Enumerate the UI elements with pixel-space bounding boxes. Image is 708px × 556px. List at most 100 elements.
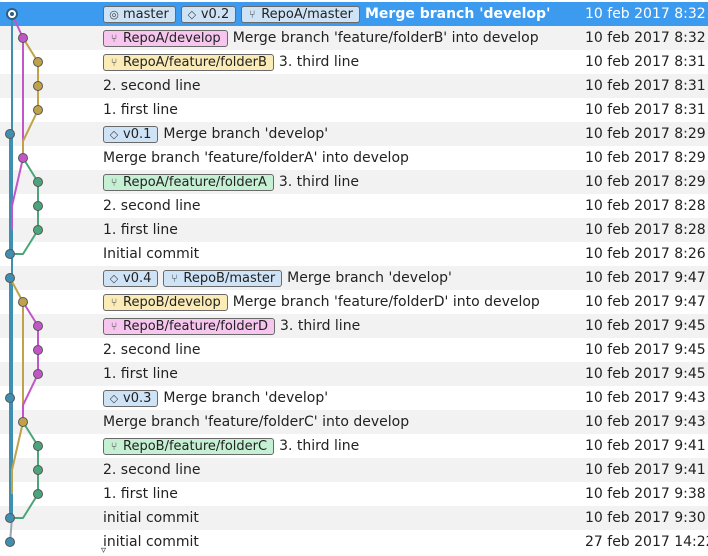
commit-node[interactable] <box>33 177 43 187</box>
commit-message: 2. second line <box>103 462 201 478</box>
commit-row[interactable]: Merge branch 'feature/folderC' into deve… <box>0 410 708 434</box>
commit-node[interactable] <box>33 345 43 355</box>
commit-row[interactable]: masterv0.2 RepoA/master Merge branch 'deve… <box>0 2 708 26</box>
graph-edge <box>22 37 39 158</box>
ref-name: RepoB/master <box>183 270 276 286</box>
commit-date: 10 feb 2017 8:28 <box>585 198 706 214</box>
branch-label[interactable]: RepoA/master <box>241 5 360 23</box>
commit-row[interactable]: Merge branch 'feature/folderA' into deve… <box>0 146 708 170</box>
commit-refs-and-message: Merge branch 'feature/folderA' into deve… <box>103 146 409 170</box>
ref-name: RepoA/develop <box>123 30 221 46</box>
commit-node[interactable] <box>18 417 28 427</box>
commit-message: 2. second line <box>103 198 201 214</box>
branch-label[interactable]: RepoB/develop <box>103 293 228 311</box>
commit-message: Merge branch 'feature/folderD' into deve… <box>232 294 540 310</box>
branch-label[interactable]: RepoA/feature/folderA <box>103 173 274 191</box>
commit-node[interactable] <box>33 489 43 499</box>
branch-icon <box>245 8 259 21</box>
commit-node[interactable] <box>33 201 43 211</box>
commit-node[interactable] <box>33 441 43 451</box>
commit-refs-and-message: 1. first line <box>103 482 178 506</box>
commit-message: 1. first line <box>103 486 178 502</box>
commit-node[interactable] <box>33 465 43 475</box>
commit-message: initial commit <box>103 534 199 550</box>
branch-icon <box>107 320 121 333</box>
commit-date: 10 feb 2017 9:45 <box>585 318 706 334</box>
commit-row[interactable]: 2. second line 10 feb 2017 9:45 <box>0 338 708 362</box>
commit-node[interactable] <box>5 129 15 139</box>
commit-row[interactable]: initial commit 27 feb 2017 14:22 <box>0 530 708 554</box>
commit-refs-and-message: 1. first line <box>103 362 178 386</box>
branch-label[interactable]: RepoA/feature/folderB <box>103 53 274 71</box>
head-branch-label[interactable]: master <box>103 5 176 23</box>
graph-edge <box>11 13 24 230</box>
commit-node[interactable] <box>18 33 28 43</box>
commit-node[interactable] <box>18 153 28 163</box>
commit-node[interactable] <box>18 297 28 307</box>
tag-label[interactable]: v0.4 <box>103 269 159 287</box>
commit-node[interactable] <box>33 81 43 91</box>
commit-date: 10 feb 2017 8:31 <box>585 102 706 118</box>
commit-refs-and-message: 2. second line <box>103 458 200 482</box>
commit-date: 10 feb 2017 8:28 <box>585 222 706 238</box>
commit-message: Merge branch 'develop' <box>163 390 329 406</box>
commit-row[interactable]: initial commit 10 feb 2017 9:30 <box>0 506 708 530</box>
commit-date: 10 feb 2017 9:41 <box>585 438 706 454</box>
commit-message: 2. second line <box>103 342 201 358</box>
commit-node[interactable] <box>33 57 43 67</box>
commit-message: 1. first line <box>103 222 178 238</box>
commit-date: 10 feb 2017 8:31 <box>585 78 706 94</box>
commit-node[interactable] <box>33 369 43 379</box>
branch-icon <box>107 440 121 453</box>
commit-row[interactable]: 1. first line 10 feb 2017 8:28 <box>0 218 708 242</box>
commit-date: 10 feb 2017 9:30 <box>585 510 706 526</box>
commit-date: 10 feb 2017 9:45 <box>585 342 706 358</box>
ref-name: v0.4 <box>123 270 152 286</box>
commit-node[interactable] <box>5 273 15 283</box>
commit-row[interactable]: 1. first line 10 feb 2017 8:31 <box>0 98 708 122</box>
commit-node[interactable] <box>5 249 15 259</box>
tag-icon <box>107 272 121 285</box>
commit-date: 10 feb 2017 8:29 <box>585 150 706 166</box>
tag-label[interactable]: v0.2 <box>180 5 237 23</box>
commit-node[interactable] <box>5 513 15 523</box>
commit-node[interactable] <box>33 105 43 115</box>
tag-label[interactable]: v0.3 <box>103 389 159 407</box>
ref-name: RepoA/master <box>261 6 353 22</box>
commit-message: 3. third line <box>279 438 360 454</box>
branch-label[interactable]: RepoB/feature/folderD <box>103 317 276 335</box>
commit-date: 10 feb 2017 9:41 <box>585 462 706 478</box>
commit-date: 27 feb 2017 14:22 <box>585 534 708 550</box>
branch-label[interactable]: RepoA/develop <box>103 29 228 47</box>
commit-row[interactable]: 2. second line 10 feb 2017 8:28 <box>0 194 708 218</box>
commit-node[interactable] <box>5 537 15 547</box>
commit-node[interactable] <box>33 225 43 235</box>
commit-message: Merge branch 'develop' <box>365 6 551 22</box>
commit-refs-and-message: initial commit <box>103 506 199 530</box>
tag-label[interactable]: v0.1 <box>103 125 159 143</box>
commit-node[interactable] <box>33 321 43 331</box>
tag-icon <box>185 8 199 21</box>
commit-refs-and-message: 1. first line <box>103 98 178 122</box>
branch-label[interactable]: RepoB/feature/folderC <box>103 437 275 455</box>
branch-label[interactable]: RepoB/master <box>163 269 283 287</box>
commit-message: Merge branch 'develop' <box>287 270 452 286</box>
commit-row[interactable]: 2. second line 10 feb 2017 9:41 <box>0 458 708 482</box>
commit-node[interactable] <box>5 393 15 403</box>
